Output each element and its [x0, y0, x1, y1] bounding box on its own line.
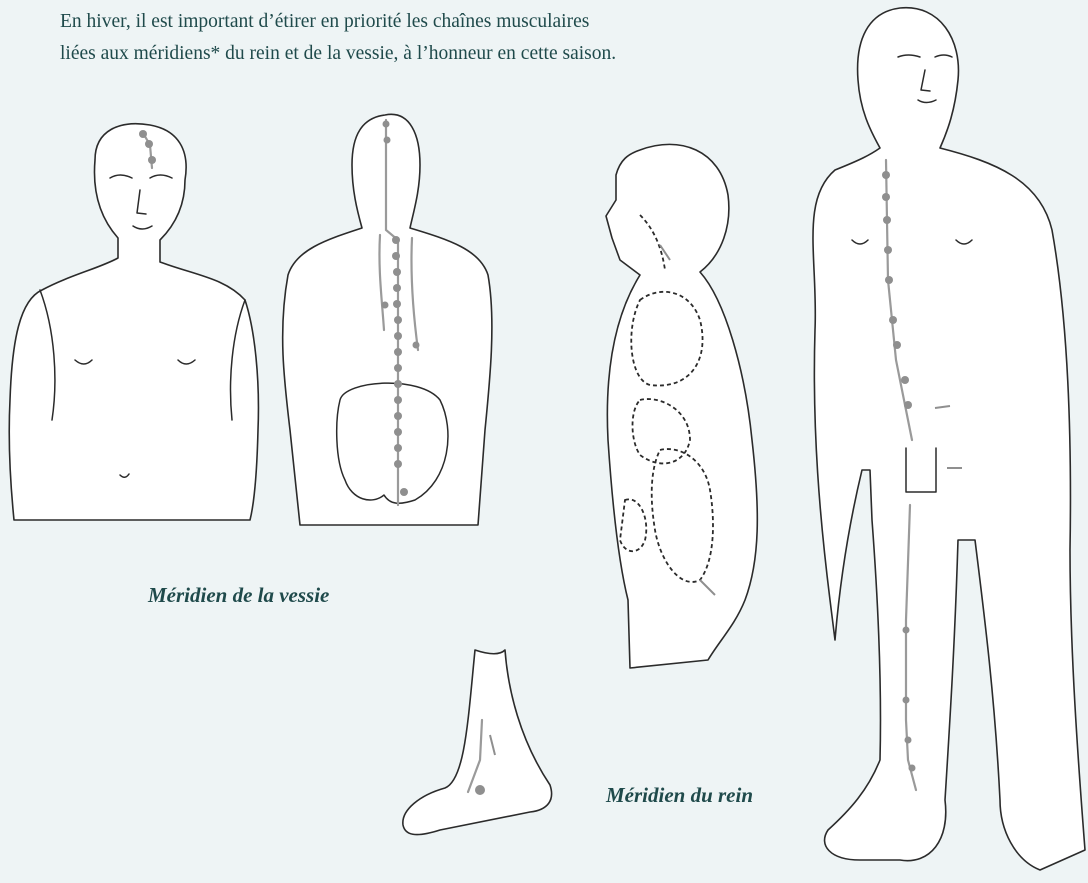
- caption-kidney-meridian: Méridien du rein: [606, 783, 753, 808]
- front-torso-figure: [9, 124, 258, 520]
- standing-figure: [813, 8, 1085, 870]
- foot-figure: [403, 650, 552, 835]
- caption-bladder-meridian: Méridien de la vessie: [148, 583, 329, 608]
- back-torso-figure: [283, 114, 492, 525]
- side-organs-figure: [606, 144, 757, 668]
